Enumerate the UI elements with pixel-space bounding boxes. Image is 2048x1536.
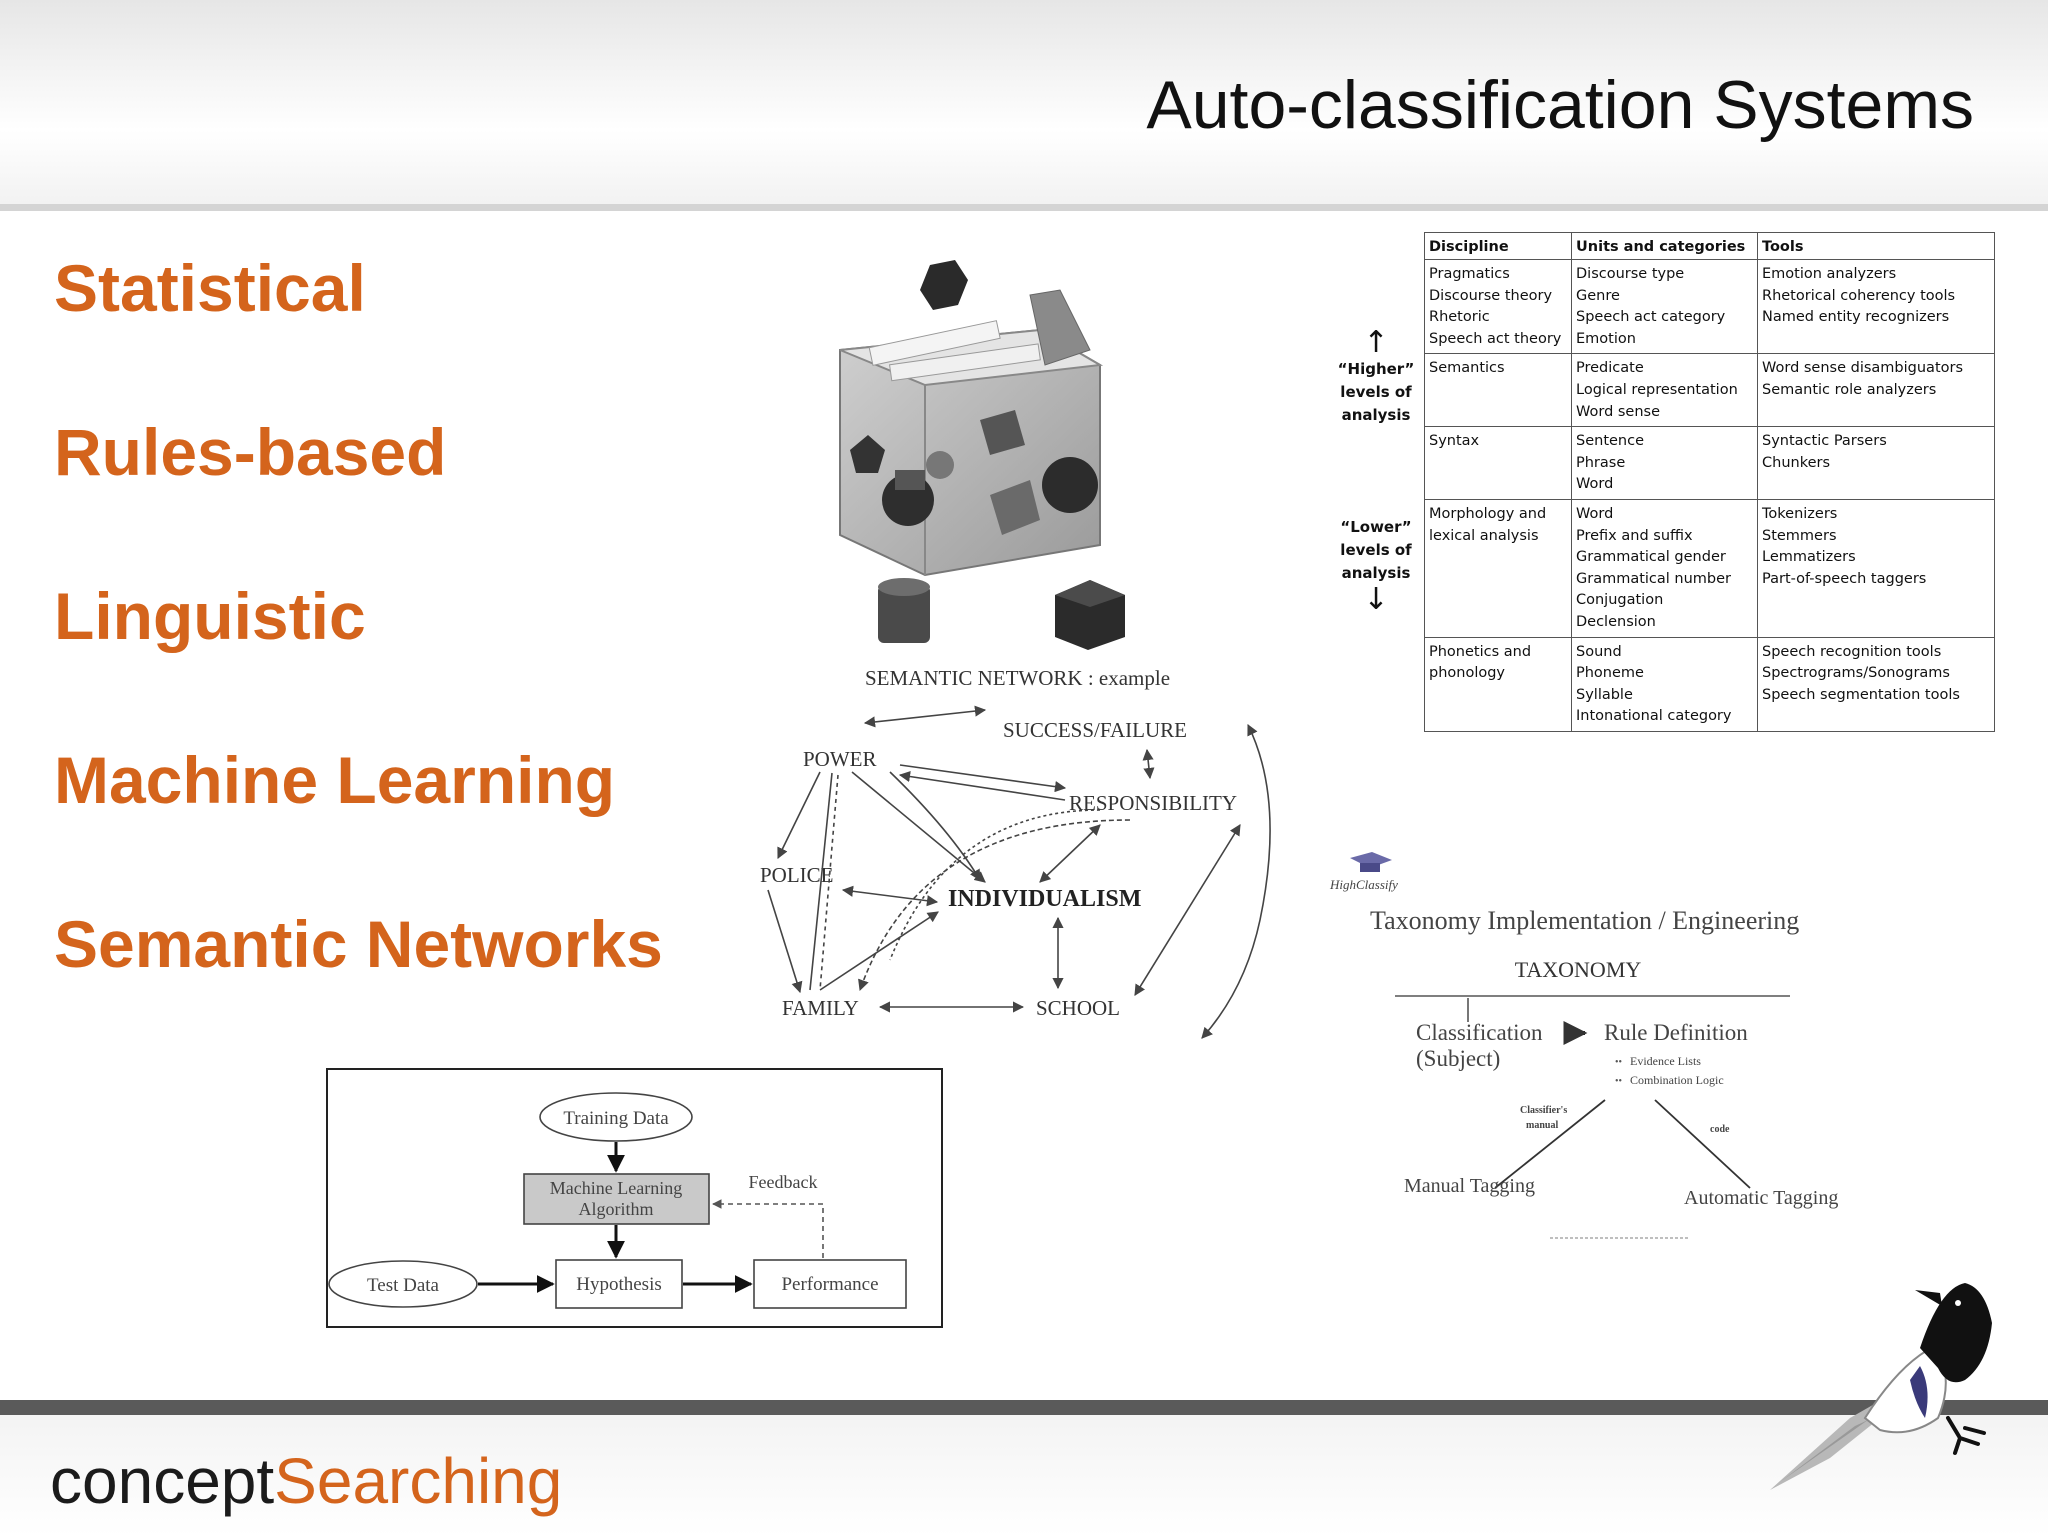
linguistic-table: Discipline Units and categories Tools Pr… xyxy=(1424,232,1995,732)
training-data-node xyxy=(539,1092,693,1142)
classification-label: Classification xyxy=(1416,1020,1543,1045)
header-divider xyxy=(0,204,2048,211)
evidence-lists-label: Evidence Lists xyxy=(1630,1054,1701,1068)
svg-text:••: •• xyxy=(1615,1057,1622,1068)
manual-tagging-label: Manual Tagging xyxy=(1404,1175,1535,1197)
classifiers-manual-label-line2: manual xyxy=(1526,1120,1558,1131)
training-data-label: Training Data xyxy=(563,1108,669,1129)
taxonomy-diagram: HighClassify Taxonomy Implementation / E… xyxy=(1320,850,1880,1250)
combination-logic-label: Combination Logic xyxy=(1630,1073,1724,1087)
down-arrow-icon: ↓ xyxy=(1363,582,1389,617)
magpie-bird-icon xyxy=(1770,1283,1992,1490)
hypothesis-node xyxy=(555,1259,683,1309)
header-tools: Tools xyxy=(1757,232,1995,260)
slide-title: Auto-classification Systems xyxy=(1146,67,1974,143)
bullet-linguistic: Linguistic xyxy=(54,579,366,653)
highclassify-logo: HighClassify xyxy=(1329,877,1398,892)
ml-algorithm-label-line1: Machine Learning xyxy=(550,1178,682,1198)
hypothesis-label: Hypothesis xyxy=(576,1274,662,1295)
lower-levels-label: “Lower” levels of analysis ↓ xyxy=(1330,516,1422,615)
feedback-label: Feedback xyxy=(749,1172,818,1192)
classifiers-manual-label-line1: Classifier's xyxy=(1520,1105,1567,1116)
slide-header xyxy=(0,0,2048,210)
header-units: Units and categories xyxy=(1571,232,1758,260)
table-header-row: Discipline Units and categories Tools xyxy=(1424,232,1995,260)
node-power: POWER xyxy=(803,747,877,771)
node-family: FAMILY xyxy=(782,996,859,1020)
svg-text:••: •• xyxy=(1615,1076,1622,1087)
subject-label: (Subject) xyxy=(1416,1046,1500,1071)
semantic-network-title: SEMANTIC NETWORK : example xyxy=(865,666,1170,690)
bullet-semantic-networks: Semantic Networks xyxy=(54,907,663,981)
node-school: SCHOOL xyxy=(1036,996,1120,1020)
footer-divider xyxy=(0,1400,2048,1415)
performance-label: Performance xyxy=(781,1274,878,1295)
higher-levels-label: ↑ “Higher” levels of analysis xyxy=(1330,328,1422,427)
concept-searching-logo: conceptSearching xyxy=(50,1445,563,1517)
semantic-network-edges xyxy=(767,705,1271,1039)
up-arrow-icon: ↑ xyxy=(1363,325,1389,360)
linguistic-levels-table-figure: ↑ “Higher” levels of analysis “Lower” le… xyxy=(1330,232,1996,732)
ml-algorithm-label-line2: Algorithm xyxy=(579,1199,654,1219)
node-responsibility: RESPONSIBILITY xyxy=(1069,791,1237,815)
graduation-cap-icon xyxy=(1350,852,1392,872)
automatic-tagging-label: Automatic Tagging xyxy=(1684,1187,1838,1209)
performance-node xyxy=(753,1259,907,1309)
shape-sorter-image xyxy=(839,260,1125,650)
bullet-machine-learning: Machine Learning xyxy=(54,743,616,817)
header-discipline: Discipline xyxy=(1424,232,1572,260)
taxonomy-title: Taxonomy Implementation / Engineering xyxy=(1370,906,1799,935)
semantic-network-diagram: SEMANTIC NETWORK : example SUCCESS/FAILU… xyxy=(760,666,1271,1039)
node-success-failure: SUCCESS/FAILURE xyxy=(1003,718,1187,742)
test-data-node xyxy=(328,1260,478,1308)
taxonomy-root: TAXONOMY xyxy=(1515,957,1642,982)
bullet-rules-based: Rules-based xyxy=(54,415,447,489)
footer xyxy=(0,1400,2048,1536)
code-label: code xyxy=(1710,1124,1730,1135)
machine-learning-diagram: Training Data Machine Learning Algorithm… xyxy=(326,1068,943,1328)
bullet-statistical: Statistical xyxy=(54,251,366,325)
rule-definition-label: Rule Definition xyxy=(1604,1020,1748,1045)
test-data-label: Test Data xyxy=(367,1275,440,1296)
ml-algorithm-node xyxy=(523,1173,710,1225)
node-individualism: INDIVIDUALISM xyxy=(948,886,1141,912)
